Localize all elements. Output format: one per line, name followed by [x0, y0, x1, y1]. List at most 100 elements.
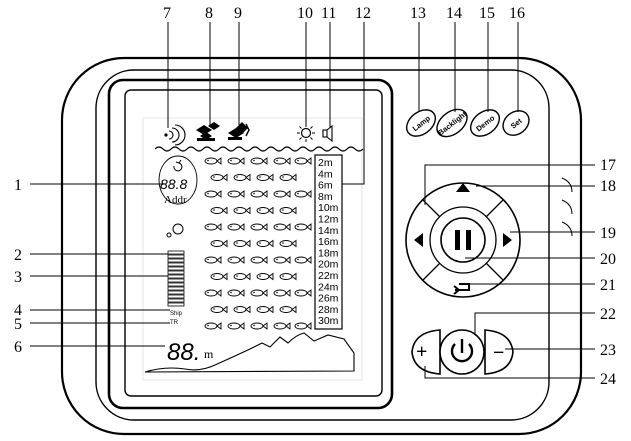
meter-segment	[167, 250, 185, 255]
callout-17: 17	[600, 157, 616, 174]
backlight-button[interactable]: Backlight	[432, 104, 473, 143]
depth-scale-label: 6m	[318, 180, 333, 192]
meter-segment	[167, 290, 185, 295]
fish-icon	[279, 173, 297, 182]
callout-11: 11	[321, 5, 336, 22]
depth-scale-box	[314, 154, 343, 330]
tr-label: TR	[170, 320, 179, 326]
right-button[interactable]	[503, 233, 512, 247]
fish-icon	[294, 157, 312, 165]
fish-icon	[233, 173, 251, 182]
fish-icon	[204, 157, 222, 165]
fish-icon	[256, 239, 274, 248]
callout-8: 8	[205, 5, 213, 22]
meter-segment	[167, 278, 185, 283]
pause-icon	[455, 230, 471, 250]
callout-6: 6	[14, 339, 22, 356]
fish-icon	[227, 190, 245, 198]
depth-scale-label: 8m	[318, 191, 333, 203]
fish-icon	[233, 239, 251, 248]
fish-icon	[233, 305, 251, 314]
down-button[interactable]	[453, 283, 470, 295]
fish-icon	[256, 173, 274, 182]
depth-scale-label: 20m	[318, 259, 339, 271]
fish-icon	[227, 322, 245, 330]
battery-bar-meter	[167, 250, 185, 307]
meter-segment	[167, 294, 185, 299]
fish-icon	[294, 223, 312, 231]
fish-icon	[210, 305, 228, 314]
depth-scale-label: 18m	[318, 247, 339, 259]
meter-segment	[167, 258, 185, 263]
dpad-inner-ring	[429, 206, 497, 274]
fish-icon	[294, 322, 312, 330]
callout-24: 24	[600, 371, 616, 388]
depth-scale-label: 4m	[318, 168, 333, 180]
power-button[interactable]	[439, 329, 485, 375]
fish-icon	[210, 272, 228, 281]
arrow-left-icon	[414, 233, 423, 247]
depth-scale-label: 24m	[318, 281, 339, 293]
fish-icon	[210, 173, 228, 182]
callout-13: 13	[410, 5, 426, 22]
fish-icon	[273, 322, 291, 330]
device-side-grip	[561, 177, 573, 237]
addr-value: 88.8	[160, 176, 187, 192]
callout-10: 10	[297, 5, 313, 22]
callout-23: 23	[600, 342, 616, 359]
indicator-dot-small	[166, 232, 172, 238]
fish-icon	[250, 322, 268, 330]
callout-18: 18	[600, 178, 616, 195]
depth-scale-label: 14m	[318, 225, 339, 237]
left-button[interactable]	[414, 233, 423, 247]
fish-icon	[294, 190, 312, 198]
fish-icon	[273, 256, 291, 264]
lcd-screen	[124, 89, 383, 397]
device-inner-shell	[95, 69, 550, 421]
fish-icon	[256, 206, 274, 215]
addr-label: Addr	[164, 194, 187, 206]
fish-icon	[250, 157, 268, 165]
fish-icon	[273, 157, 291, 165]
depth-scale-label: 10m	[318, 202, 339, 214]
speaker-icon	[322, 124, 333, 143]
dpad-divider	[422, 199, 504, 281]
fish-icon	[227, 157, 245, 165]
fish-icon	[204, 289, 222, 297]
lcd-display-area	[142, 117, 363, 381]
depth-scale-label: 28m	[318, 304, 339, 316]
fish-icon	[227, 256, 245, 264]
meter-segment	[167, 262, 185, 267]
fish-icon	[250, 190, 268, 198]
meter-segment	[167, 266, 185, 271]
seabed-profile	[144, 332, 355, 373]
pause-button[interactable]	[440, 217, 486, 263]
fish-icon	[204, 256, 222, 264]
depth-unit: m	[204, 347, 214, 361]
set-button[interactable]: Set	[498, 106, 534, 141]
depth-scale-label: 30m	[318, 315, 339, 327]
fish-icon	[273, 289, 291, 297]
device-outer-shell	[60, 56, 583, 436]
fish-icon	[204, 322, 222, 330]
minus-button[interactable]: −	[484, 329, 514, 375]
refresh-icon	[173, 159, 183, 172]
dpad	[405, 182, 521, 298]
fish-icon	[279, 305, 297, 314]
demo-button[interactable]: Demo	[466, 104, 505, 141]
fish-icon	[204, 223, 222, 231]
fish-icon	[279, 239, 297, 248]
callout-4: 4	[14, 302, 22, 319]
fish-icon	[250, 256, 268, 264]
lamp-button[interactable]: Lamp	[402, 104, 441, 141]
fish-icon	[227, 289, 245, 297]
depth-scale: 2m4m6m8m10m12m14m16m18m20m22m24m26m28m30…	[318, 157, 339, 327]
up-button[interactable]	[456, 183, 470, 192]
callout-16: 16	[509, 5, 525, 22]
fish-icon	[210, 206, 228, 215]
signal-icon	[164, 124, 186, 146]
callout-labels: 1 2 3 4 5 6 7 8 9 10 11 12 13 14 15 16 1…	[14, 5, 616, 388]
screen-bezel	[107, 78, 394, 410]
indicator-dot-large	[172, 223, 184, 235]
plus-button[interactable]: +	[411, 329, 441, 375]
